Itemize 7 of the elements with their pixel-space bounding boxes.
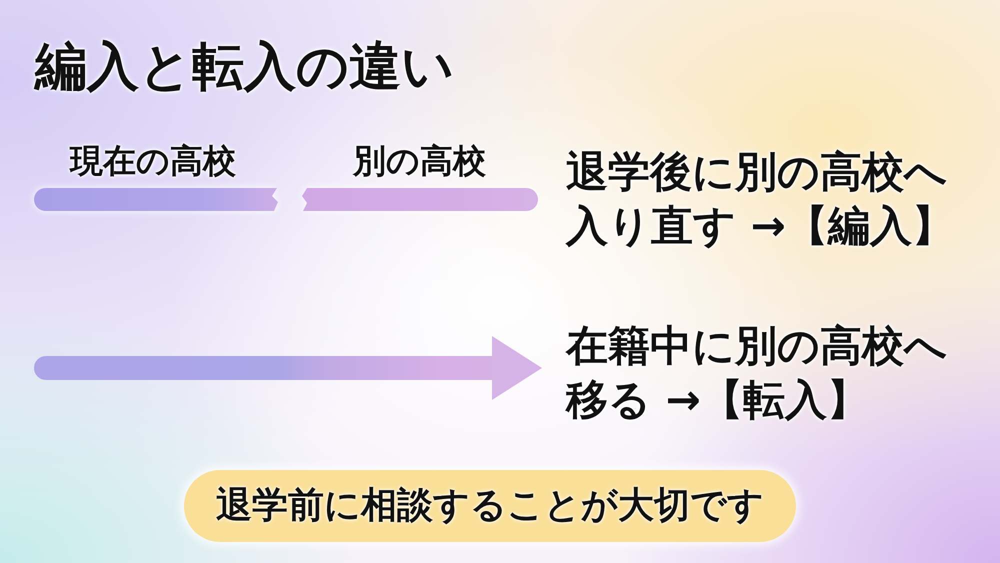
rounded-banner: 退学前に相談することが大切です	[184, 470, 796, 542]
bar-label: 現在の高校	[70, 141, 236, 181]
title: 編入と転入の違い	[35, 36, 454, 98]
arrow	[34, 336, 542, 400]
description-text: 在籍中に別の高校へ移る →【転入】	[542, 319, 966, 427]
description-text: 退学後に別の高校へ入り直す →【編入】	[566, 146, 955, 252]
bar-label: 別の高校	[353, 141, 486, 181]
